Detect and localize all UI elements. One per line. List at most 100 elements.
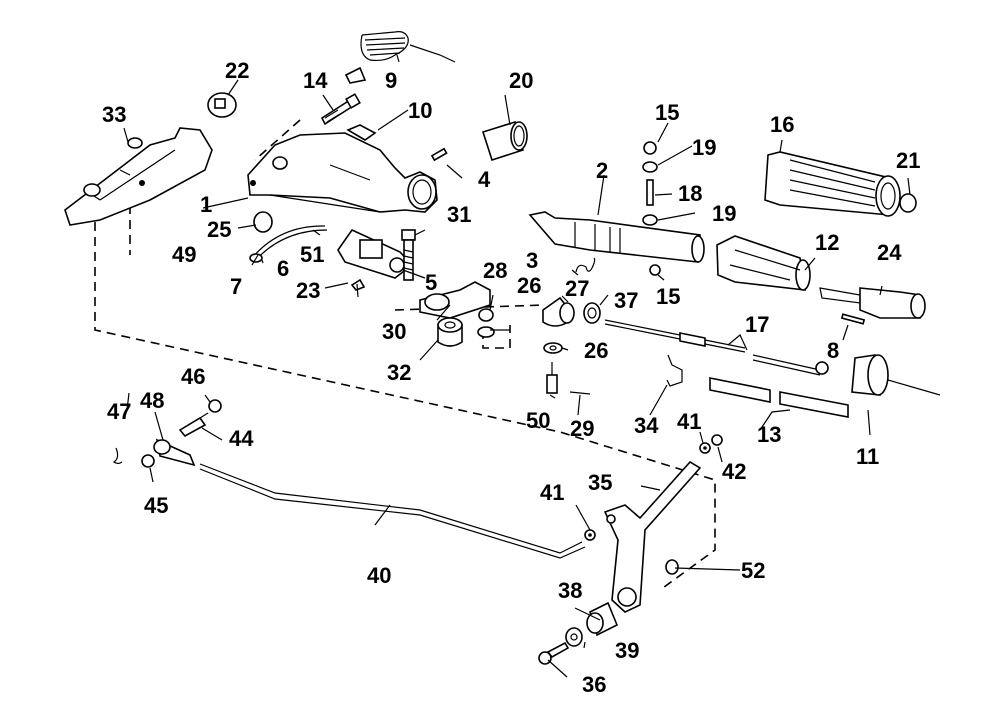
- part-19-cap-lower[interactable]: [642, 214, 658, 226]
- label-10: 10: [408, 98, 432, 123]
- part-13-tube-right[interactable]: [779, 391, 849, 418]
- part-21-end-cap[interactable]: [899, 193, 917, 213]
- part-28-nut[interactable]: [478, 308, 494, 322]
- part-39-washer[interactable]: [565, 627, 583, 647]
- part-15-ball-upper[interactable]: [643, 141, 657, 155]
- label-12: 12: [815, 230, 839, 255]
- part-34-bracket[interactable]: [666, 354, 683, 387]
- label-41-upper: 41: [677, 409, 701, 434]
- part-23-screw[interactable]: [350, 278, 366, 298]
- label-29: 29: [570, 416, 594, 441]
- label-13: 13: [757, 422, 781, 447]
- part-17-cable[interactable]: [604, 319, 829, 376]
- label-27: 27: [565, 276, 589, 301]
- part-29-cotter-pin[interactable]: [569, 391, 591, 395]
- part-47-clip[interactable]: [112, 447, 123, 465]
- label-40: 40: [367, 563, 391, 588]
- part-10-clip[interactable]: [346, 124, 377, 141]
- label-23: 23: [296, 278, 320, 303]
- label-24: 24: [877, 240, 902, 265]
- part-3-spring-clip[interactable]: [575, 257, 596, 273]
- part-18-pin[interactable]: [646, 179, 654, 206]
- part-42-nut[interactable]: [711, 434, 723, 446]
- part-19-cap-upper[interactable]: [642, 161, 658, 173]
- label-19-upper: 19: [692, 135, 716, 160]
- part-41-nut-upper[interactable]: [699, 442, 711, 454]
- part-46-nut[interactable]: [208, 399, 222, 413]
- part-24-friction-knob[interactable]: [819, 287, 926, 319]
- part-50-stud[interactable]: [546, 362, 558, 394]
- label-18: 18: [678, 181, 702, 206]
- part-52-washer[interactable]: [665, 559, 679, 575]
- part-13-tube-left[interactable]: [709, 377, 771, 403]
- label-4: 4: [478, 167, 491, 192]
- label-20: 20: [509, 68, 533, 93]
- part-11-cylinder[interactable]: [851, 354, 941, 396]
- label-52: 52: [741, 558, 765, 583]
- label-28: 28: [483, 258, 507, 283]
- label-26-upper: 26: [517, 273, 541, 298]
- part-40-shift-rod[interactable]: [199, 463, 586, 559]
- part-26-washer-lower[interactable]: [543, 342, 563, 354]
- label-48: 48: [140, 388, 164, 413]
- part-35-shift-lever[interactable]: [603, 460, 702, 613]
- label-25: 25: [207, 217, 231, 242]
- part-30-bracket[interactable]: [419, 281, 491, 319]
- part-12-throttle-cam[interactable]: [716, 235, 811, 291]
- part-26-washer-upper[interactable]: [477, 326, 495, 338]
- label-14: 14: [303, 68, 328, 93]
- part-labels: 33 22 14 9 10 20 4 1 25 51 6 7 23 49 5 3…: [102, 58, 920, 697]
- part-44-ball-joint[interactable]: [178, 412, 209, 438]
- part-37-nut[interactable]: [583, 302, 601, 324]
- part-22-washer[interactable]: [207, 92, 237, 118]
- part-36-bolt[interactable]: [538, 641, 570, 665]
- label-8: 8: [827, 338, 839, 363]
- label-45: 45: [144, 493, 168, 518]
- label-49: 49: [172, 242, 196, 267]
- label-34: 34: [634, 413, 659, 438]
- label-21: 21: [896, 148, 920, 173]
- part-16-handle-grip[interactable]: [764, 151, 901, 217]
- part-45-nut[interactable]: [141, 454, 155, 468]
- label-30: 30: [382, 319, 406, 344]
- label-3: 3: [526, 248, 538, 273]
- part-38-bushing[interactable]: [586, 601, 619, 637]
- label-32: 32: [387, 360, 411, 385]
- label-35: 35: [588, 470, 612, 495]
- label-1: 1: [200, 192, 212, 217]
- label-22: 22: [225, 58, 249, 83]
- label-17: 17: [745, 312, 769, 337]
- label-36: 36: [582, 672, 606, 697]
- part-48-rod-end[interactable]: [153, 438, 196, 467]
- part-4-pin[interactable]: [430, 147, 448, 162]
- part-14-bolt[interactable]: [320, 93, 361, 126]
- label-42: 42: [722, 459, 746, 484]
- part-20-sleeve[interactable]: [481, 120, 528, 162]
- label-15-lower: 15: [656, 284, 680, 309]
- label-26-lower: 26: [584, 338, 608, 363]
- label-39: 39: [615, 638, 639, 663]
- label-31: 31: [447, 202, 471, 227]
- part-33-bracket[interactable]: [64, 127, 213, 226]
- label-41-lower: 41: [540, 480, 564, 505]
- part-8-pin[interactable]: [840, 313, 866, 325]
- part-41-nut-lower[interactable]: [584, 529, 596, 541]
- label-5: 5: [425, 270, 437, 295]
- label-33: 33: [102, 102, 126, 127]
- part-2-throttle-shaft[interactable]: [528, 211, 705, 263]
- label-37: 37: [614, 288, 638, 313]
- part-9-spring[interactable]: [344, 31, 456, 84]
- label-9: 9: [385, 68, 397, 93]
- part-27-elbow[interactable]: [542, 296, 575, 327]
- label-6: 6: [277, 256, 289, 281]
- part-15-ball-lower[interactable]: [649, 264, 661, 276]
- part-25-bushing[interactable]: [253, 211, 273, 233]
- leader-lines: [123, 54, 911, 678]
- part-32-spacer[interactable]: [437, 317, 463, 347]
- part-1-tiller-arm[interactable]: [247, 132, 438, 213]
- label-16: 16: [770, 112, 794, 137]
- label-7: 7: [230, 274, 242, 299]
- label-50: 50: [526, 408, 550, 433]
- part-5-plate[interactable]: [337, 228, 414, 279]
